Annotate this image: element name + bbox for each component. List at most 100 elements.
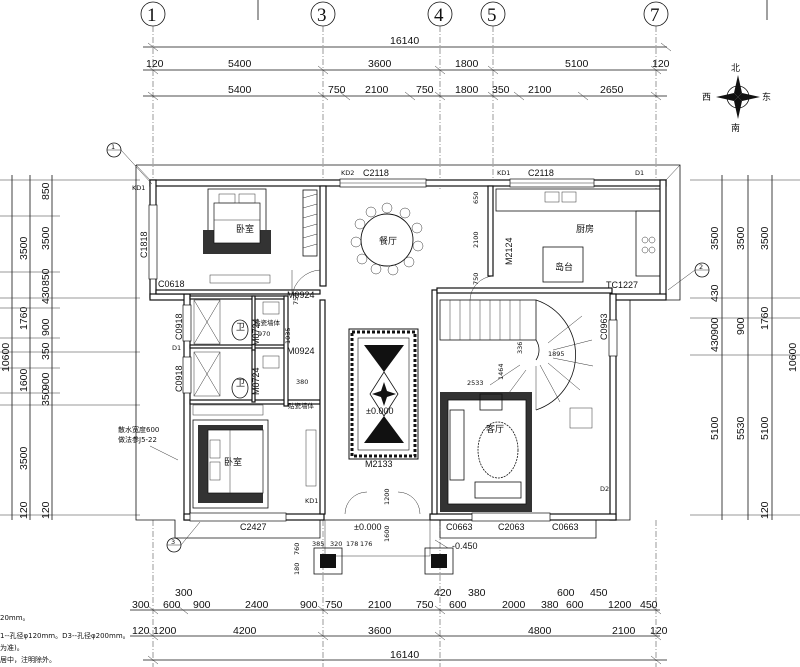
note-wall-tile-b: 贴瓷墙体 <box>288 401 315 410</box>
dim-1600: 1600 <box>383 525 391 542</box>
right-outer-dim-4: 120 <box>759 501 771 519</box>
right-outer-dim-1: 3500 <box>759 226 771 250</box>
top-dim-row2-5: 1800 <box>455 84 479 96</box>
room-label-bath-1: 卫 <box>236 323 245 333</box>
dim-1895: 1895 <box>548 350 565 358</box>
top-dim-2: 5400 <box>228 58 252 70</box>
hole-tags: KD2 KD1 KD1 D1 D1 KD1 D2 <box>132 169 644 505</box>
door-label-m2133: M2133 <box>365 459 393 469</box>
compass-icon: 北 南 西 东 <box>702 63 771 134</box>
bottom-dim-5: 900 <box>300 599 318 611</box>
bottom-dim-13: 600 <box>566 599 584 611</box>
bottom-row2-dim-1: 120 <box>132 625 150 637</box>
tag-kd2: KD2 <box>341 169 354 177</box>
section-marks: 1 2 3 <box>106 142 710 553</box>
left-inner-dim-3: 850 <box>40 268 52 286</box>
left-inner-dim-4: 430 <box>40 286 52 304</box>
room-label-kitchen: 厨房 <box>576 223 594 235</box>
bottom-extra-dim-2: 420 <box>434 587 452 599</box>
axis-3-label: 3 <box>317 5 327 26</box>
section-mark-2: 2 <box>699 263 703 271</box>
section-mark-1: 1 <box>111 143 115 151</box>
level-entry: ±0.000 <box>354 522 381 532</box>
dim-stair-3: 178 <box>346 540 358 548</box>
top-dim-3: 3600 <box>368 58 392 70</box>
dim-stair-2: 320 <box>330 540 342 548</box>
bottom-dim-8: 750 <box>416 599 434 611</box>
top-dim-row2-8: 2650 <box>600 84 624 96</box>
dim-750-bath: 750 <box>292 293 300 305</box>
right-mid-dim-3: 5530 <box>735 416 747 440</box>
tag-kd1-a: KD1 <box>132 184 145 192</box>
note-wall-tile-a: 贴瓷墙体 <box>254 318 281 327</box>
left-mid-dim-3: 1600 <box>18 368 30 392</box>
dim-1035: 1035 <box>284 327 292 344</box>
window-label-c0663-a: C0663 <box>446 522 473 532</box>
bottom-row2-dim-7: 120 <box>650 625 668 637</box>
top-dim-row2-6: 350 <box>492 84 510 96</box>
bottom-row2-dim-5: 4800 <box>528 625 552 637</box>
right-inner-dim-2: 430 <box>709 284 721 302</box>
note-line-3: 为准)。 <box>0 643 24 652</box>
left-mid-dim-2: 1760 <box>18 306 30 330</box>
bottom-dim-14: 1200 <box>608 599 632 611</box>
right-outer-dim-3: 5100 <box>759 416 771 440</box>
window-label-c2118-a: C2118 <box>363 168 389 178</box>
bottom-dim-7: 2100 <box>368 599 392 611</box>
bottom-dim-10: 380 <box>468 587 486 599</box>
note-line-1: 20mm。 <box>0 614 30 622</box>
bottom-dimensions: 300 600 900 2400 900 750 2100 750 600 38… <box>130 587 668 665</box>
bottom-dim-2: 600 <box>163 599 181 611</box>
tag-kd1-c: KD1 <box>497 169 510 177</box>
axis-4-label: 4 <box>434 5 444 26</box>
bottom-extra-dim-3: 600 <box>557 587 575 599</box>
left-inner-dim-5: 900 <box>40 318 52 336</box>
right-inner-dim-5: 5100 <box>709 416 721 440</box>
top-dim-1: 120 <box>146 58 164 70</box>
section-mark-3: 3 <box>171 538 175 546</box>
doors: M0924 M0924 M0724 M0724 M2124 M2133 <box>251 237 514 515</box>
window-label-c0918-a: C0918 <box>174 313 184 340</box>
right-mid-dim-2: 900 <box>735 317 747 335</box>
bedroom-top: 卧室 <box>203 188 318 284</box>
bottom-dim-4: 2400 <box>245 599 269 611</box>
dim-stair-1: 385 <box>312 540 324 548</box>
compass-east: 东 <box>762 91 771 103</box>
top-dim-row2-1: 5400 <box>228 84 252 96</box>
top-dim-5: 5100 <box>565 58 589 70</box>
dim-336: 336 <box>516 342 524 354</box>
level-hall: ±0.000 <box>366 406 393 416</box>
dim-2100: 2100 <box>472 231 480 248</box>
door-label-m0724-b: M0724 <box>251 367 261 395</box>
hall-carpet: ±0.000 <box>348 328 419 460</box>
axis-7-label: 7 <box>650 5 660 26</box>
bottom-dim-11: 2000 <box>502 599 526 611</box>
tag-d1-a: D1 <box>635 169 644 177</box>
entry-steps: ±0.000 -0.450 1600 1200 760 180 385 320 … <box>293 488 478 575</box>
window-label-c0618: C0618 <box>158 279 185 289</box>
dining-room: 餐厅 <box>350 202 424 276</box>
door-label-m0924-b: M0924 <box>287 346 315 356</box>
bottom-row2-dim-6: 2100 <box>612 625 636 637</box>
window-label-c0663-b: C0663 <box>552 522 579 532</box>
compass-south: 南 <box>731 122 740 134</box>
left-mid-dim-5: 120 <box>18 501 30 519</box>
windows: C2118 C2118 C1818 C0618 TC1227 C0918 C09… <box>139 168 638 532</box>
top-dimensions: 16140 120 5400 3600 1800 5100 120 5400 7… <box>143 35 672 101</box>
dim-1464: 1464 <box>497 363 505 380</box>
left-inner-dim-9: 120 <box>40 501 52 519</box>
dim-2533: 2533 <box>467 379 484 387</box>
left-inner-dim-8: 350 <box>40 388 52 406</box>
bottom-dim-9: 600 <box>449 599 467 611</box>
tag-d1-b: D1 <box>172 344 181 352</box>
bottom-dim-3: 900 <box>193 599 211 611</box>
room-label-bedroom-top: 卧室 <box>236 223 254 235</box>
dim-stair-side-2: 180 <box>293 563 301 575</box>
left-inner-dim-2: 3500 <box>40 226 52 250</box>
compass-west: 西 <box>702 92 711 103</box>
left-dimensions: 10600 3500 1760 1600 3500 120 850 3500 8… <box>0 175 140 520</box>
compass-north: 北 <box>731 63 740 74</box>
window-label-c2063: C2063 <box>498 522 525 532</box>
bottom-overall-dim: 16140 <box>390 649 419 661</box>
